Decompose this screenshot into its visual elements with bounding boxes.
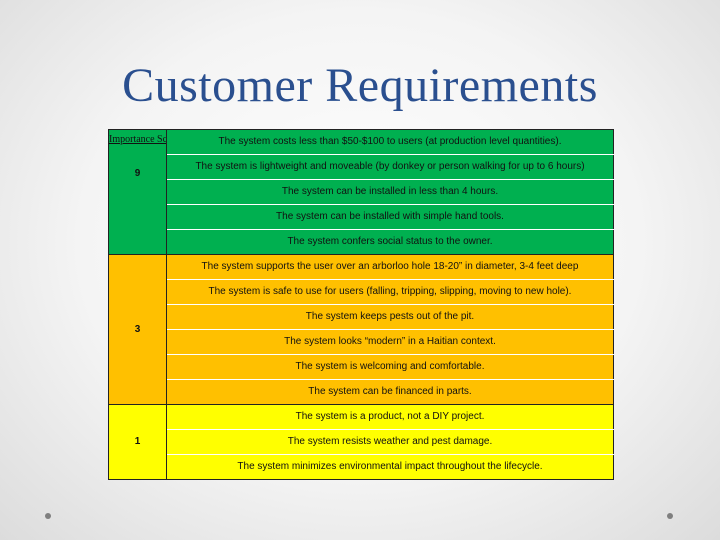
requirement-cell: The system can be installed with simple … xyxy=(166,204,614,230)
importance-score-cell: 3 xyxy=(108,254,167,405)
importance-scale-label: Importance Scale xyxy=(109,134,167,145)
table-row: 1 The system is a product, not a DIY pro… xyxy=(108,404,614,480)
requirements-table: Importance Scale 9 The system costs less… xyxy=(108,129,614,480)
importance-score-cell: 1 xyxy=(108,404,167,480)
requirement-cell: The system supports the user over an arb… xyxy=(166,254,614,280)
requirement-cell: The system can be installed in less than… xyxy=(166,179,614,205)
requirement-cell: The system resists weather and pest dama… xyxy=(166,429,614,455)
requirement-cell: The system minimizes environmental impac… xyxy=(166,454,614,480)
requirement-cell: The system is welcoming and comfortable. xyxy=(166,354,614,380)
table-row: The system is lightweight and moveable (… xyxy=(109,154,614,180)
importance-score-cell: Importance Scale 9 xyxy=(108,129,167,255)
table-row: The system keeps pests out of the pit. xyxy=(109,304,614,330)
table-row: 3 The system supports the user over an a… xyxy=(108,254,614,405)
table-row: The system confers social status to the … xyxy=(109,229,614,255)
requirement-cell: The system confers social status to the … xyxy=(166,229,614,255)
table-row: The system is safe to use for users (fal… xyxy=(109,279,614,305)
requirement-cell: The system looks “modern” in a Haitian c… xyxy=(166,329,614,355)
table-row: The system can be financed in parts. xyxy=(109,379,614,405)
importance-score: 9 xyxy=(134,168,141,179)
requirement-cell: The system keeps pests out of the pit. xyxy=(166,304,614,330)
table-row: The system minimizes environmental impac… xyxy=(109,454,614,480)
corner-dot-left xyxy=(45,513,51,519)
requirement-cell: The system is lightweight and moveable (… xyxy=(166,154,614,180)
table-row: The system resists weather and pest dama… xyxy=(109,429,614,455)
table-row: The system can be installed with simple … xyxy=(109,204,614,230)
importance-score: 1 xyxy=(134,436,141,447)
table-row: The system looks “modern” in a Haitian c… xyxy=(109,329,614,355)
table-row: The system is welcoming and comfortable. xyxy=(109,354,614,380)
requirement-cell: The system costs less than $50-$100 to u… xyxy=(166,129,614,155)
corner-dot-right xyxy=(667,513,673,519)
requirement-cell: The system is safe to use for users (fal… xyxy=(166,279,614,305)
requirement-cell: The system is a product, not a DIY proje… xyxy=(166,404,614,430)
importance-score: 3 xyxy=(134,323,141,335)
table-row: The system can be installed in less than… xyxy=(109,179,614,205)
slide-title: Customer Requirements xyxy=(122,59,598,112)
table-row: Importance Scale 9 The system costs less… xyxy=(108,129,614,255)
requirement-cell: The system can be financed in parts. xyxy=(166,379,614,405)
